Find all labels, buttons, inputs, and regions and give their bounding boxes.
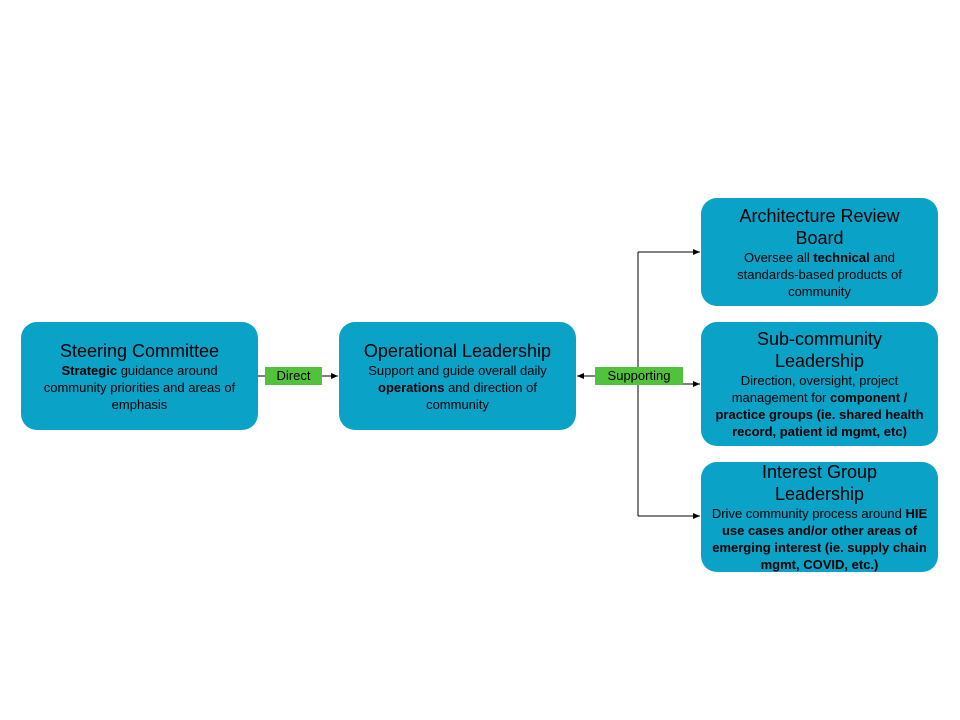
sub-community-leadership-box: Sub-community Leadership Direction, over… (701, 322, 938, 446)
architecture-review-board-title: Architecture Review Board (739, 205, 900, 248)
interest-group-leadership-box: Interest Group Leadership Drive communit… (701, 462, 938, 572)
operational-leadership-desc: Support and guide overall daily operatio… (349, 362, 566, 413)
desc-run: and standards-based products of communit… (737, 249, 902, 299)
supporting-label: Supporting (595, 367, 683, 385)
steering-committee-desc: Strategic guidance around community prio… (31, 362, 248, 413)
desc-run: and direction of community (426, 379, 537, 412)
operational-leadership-box: Operational Leadership Support and guide… (339, 322, 576, 430)
steering-committee-box: Steering Committee Strategic guidance ar… (21, 322, 258, 430)
desc-run: Direction, oversight, project management… (731, 373, 899, 405)
desc-run: component / practice groups (ie. shared … (715, 390, 924, 439)
operational-leadership-title: Operational Leadership (363, 340, 552, 361)
sub-community-leadership-desc: Direction, oversight, project management… (711, 372, 928, 440)
desc-run: Oversee all (743, 249, 814, 265)
desc-run: Strategic (61, 362, 118, 378)
desc-run: HIE use cases and/or other areas of emer… (712, 506, 928, 572)
steering-committee-title: Steering Committee (59, 340, 220, 361)
desc-run: guidance around community priorities and… (43, 362, 236, 412)
architecture-review-board-desc: Oversee all technical and standards-base… (711, 249, 928, 300)
interest-group-leadership-desc: Drive community process around HIE use c… (705, 505, 934, 573)
desc-run: Support and guide overall daily (368, 362, 547, 378)
desc-run: Drive community process around (711, 506, 906, 521)
sub-community-leadership-title: Sub-community Leadership (756, 329, 883, 371)
desc-run: operations (378, 379, 445, 395)
interest-group-leadership-title: Interest Group Leadership (761, 462, 878, 504)
architecture-review-board-box: Architecture Review Board Oversee all te… (701, 198, 938, 306)
direct-label: Direct (265, 367, 322, 385)
desc-run: technical (813, 249, 870, 265)
